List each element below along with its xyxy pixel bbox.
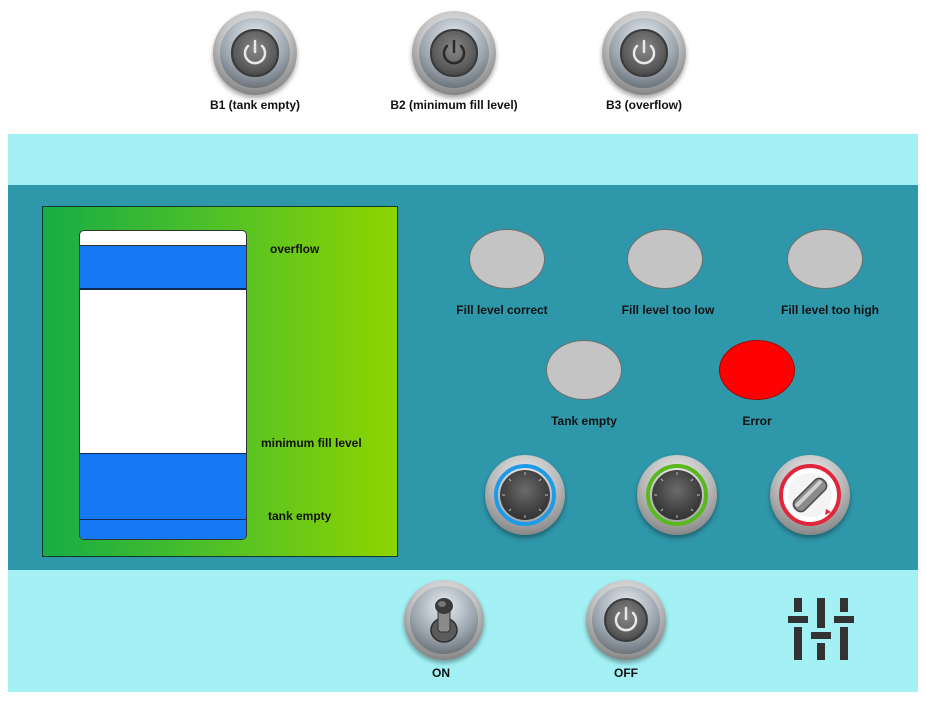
tank-water-level — [80, 453, 246, 539]
sensor-b2-button[interactable] — [412, 11, 496, 95]
tank-empty-label: tank empty — [268, 509, 332, 523]
lamp-fill-level-too-low-label: Fill level too low — [621, 303, 715, 317]
sliders-icon — [788, 598, 854, 660]
tank-minimum-label: minimum fill level — [261, 436, 362, 450]
on-label: ON — [432, 666, 450, 680]
power-icon — [442, 39, 466, 65]
sensor-b3-button[interactable] — [602, 11, 686, 95]
power-icon — [614, 606, 638, 632]
dial-ticks-icon — [654, 472, 700, 518]
tank — [79, 230, 247, 540]
on-toggle-switch[interactable] — [404, 580, 484, 660]
settings-button[interactable] — [786, 598, 856, 660]
lamp-fill-level-too-high-label: Fill level too high — [780, 303, 880, 317]
sensor-b1-label: B1 (tank empty) — [209, 98, 301, 112]
off-label: OFF — [614, 666, 638, 680]
power-icon — [632, 39, 656, 65]
tank-empty-marker — [80, 519, 246, 520]
toggle-switch-icon — [430, 598, 458, 643]
selector-handle-icon — [788, 473, 832, 517]
red-selector-knob[interactable] — [770, 455, 850, 535]
power-icon — [243, 39, 267, 65]
sensor-b3-label: B3 (overflow) — [605, 98, 683, 112]
lamp-error — [719, 340, 795, 400]
tank-overflow-zone — [80, 245, 246, 290]
lamp-fill-level-too-low — [627, 229, 703, 289]
sensor-b2-label: B2 (minimum fill level) — [390, 98, 518, 112]
lamp-tank-empty-label: Tank empty — [551, 414, 617, 428]
blue-rotary-knob[interactable] — [485, 455, 565, 535]
lamp-tank-empty — [546, 340, 622, 400]
lamp-error-label: Error — [742, 414, 772, 428]
sensor-b1-button[interactable] — [213, 11, 297, 95]
top-band — [8, 134, 918, 185]
lamp-fill-level-too-high — [787, 229, 863, 289]
lamp-fill-level-correct-label: Fill level correct — [456, 303, 548, 317]
tank-overflow-label: overflow — [270, 242, 320, 256]
green-rotary-knob[interactable] — [637, 455, 717, 535]
off-button[interactable] — [586, 580, 666, 660]
lamp-fill-level-correct — [469, 229, 545, 289]
dial-ticks-icon — [502, 472, 548, 518]
